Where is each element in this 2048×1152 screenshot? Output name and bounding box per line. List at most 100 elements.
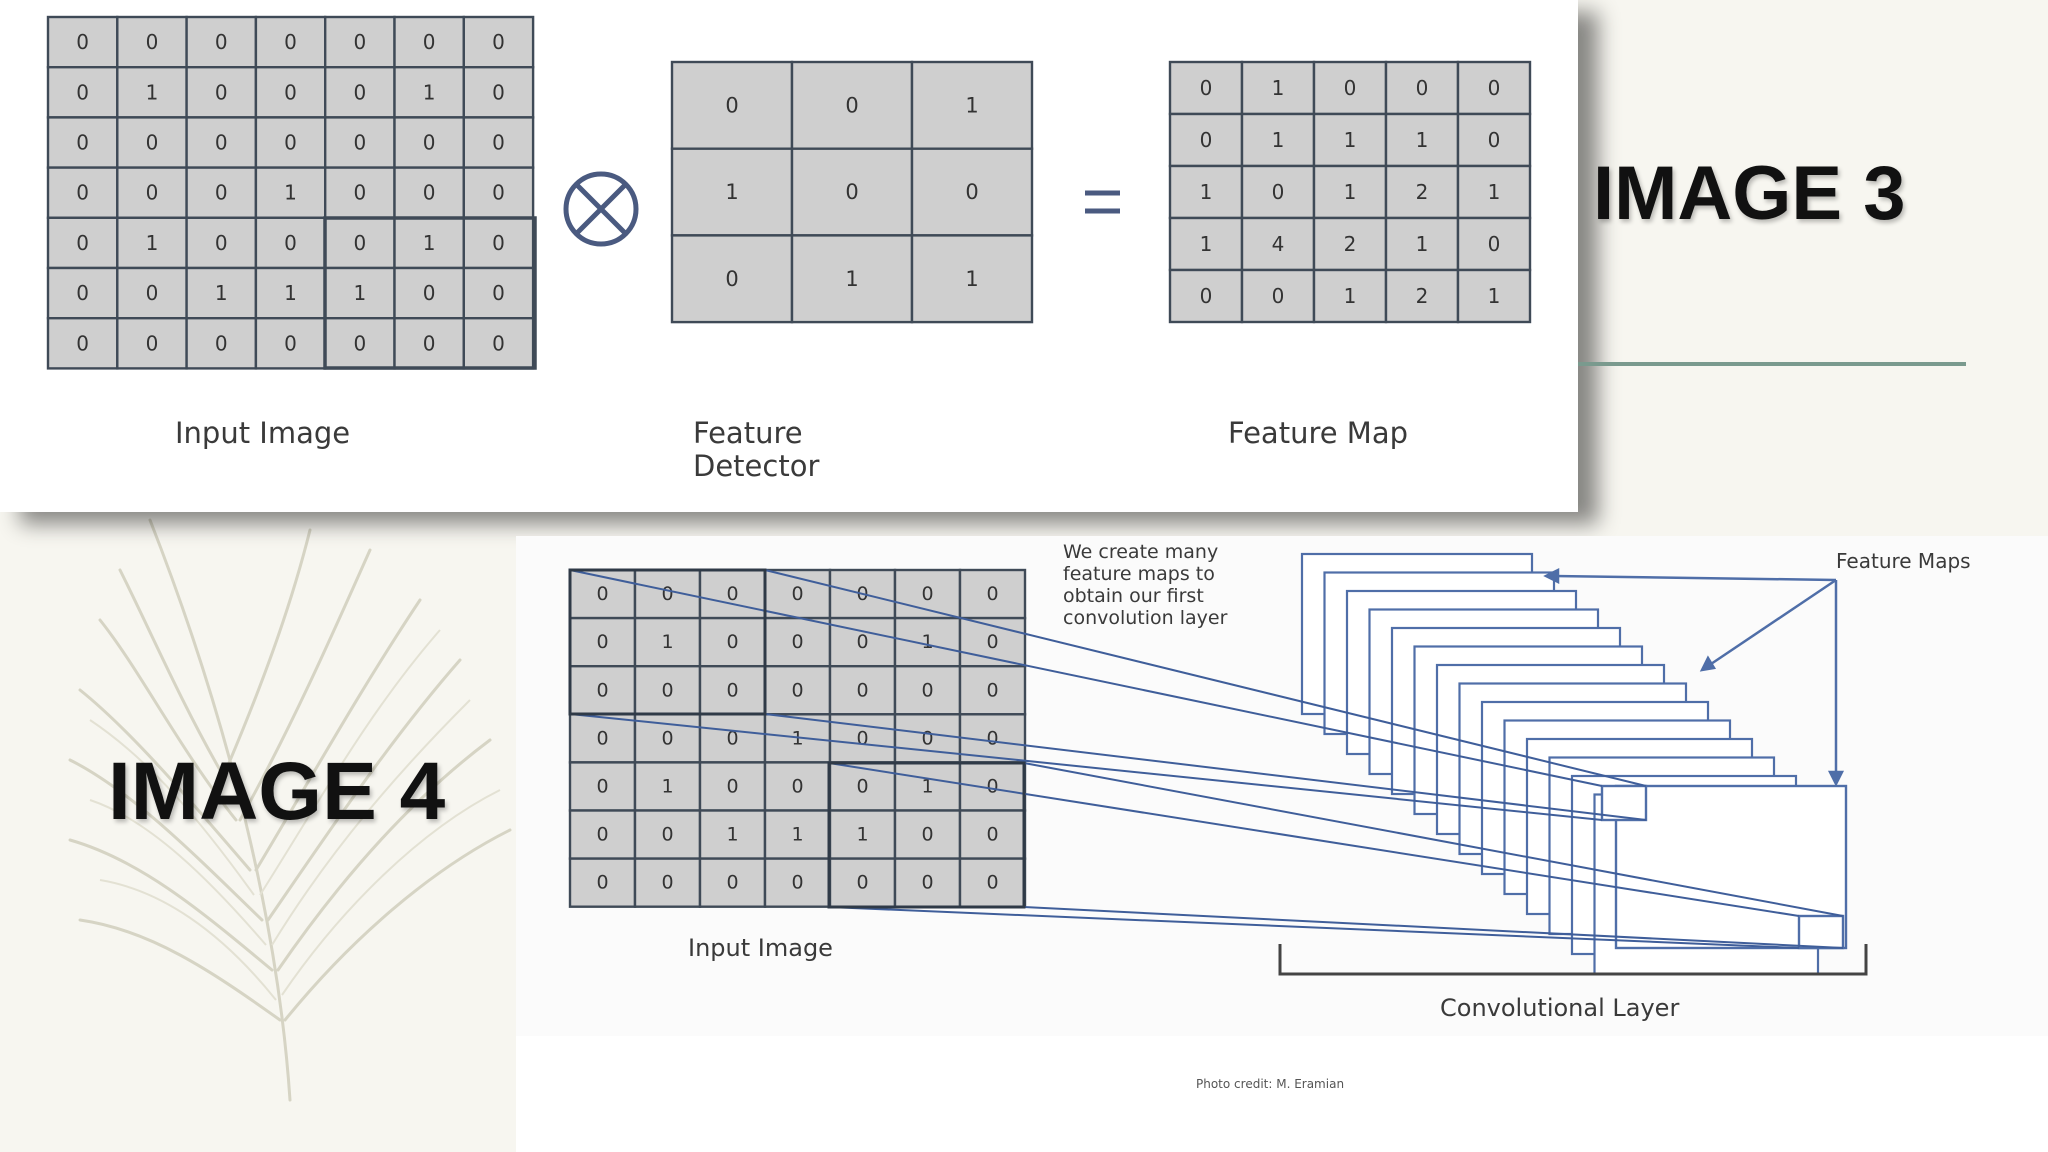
- image3-detector-cell: [790, 60, 914, 150]
- feature-maps-note-line: obtain our first: [1063, 585, 1204, 607]
- image4-diagram: 0000000010001000000000001000010001000111…: [568, 541, 1971, 1022]
- image4-input-cell-value: 0: [726, 727, 738, 749]
- image3-detector-cell-value: 1: [725, 180, 738, 204]
- image3-input-cell: [462, 317, 535, 370]
- image4-input-cell: [633, 857, 702, 908]
- image3-detector-cell-value: 0: [845, 180, 858, 204]
- image3-feature-map-cell-value: 1: [1488, 180, 1501, 204]
- image3-input-cell-value: 0: [146, 131, 159, 155]
- image3-input-cell-value: 0: [76, 331, 89, 355]
- image4-input-cell-value: 0: [596, 775, 608, 797]
- image3-feature-map-cell-value: 0: [1200, 128, 1213, 152]
- feature-maps-note-line: convolution layer: [1063, 607, 1228, 629]
- image3-input-cell-value: 0: [353, 80, 366, 104]
- image4-input-cell-value: 0: [856, 872, 868, 894]
- image3-detector-cell-value: 1: [965, 93, 978, 117]
- image3-feature-map-cell: [1456, 216, 1532, 272]
- image3-input-cell: [254, 266, 327, 320]
- image4-input-cell-value: 0: [726, 775, 738, 797]
- image3-input-cell: [116, 15, 188, 69]
- image3-input-cell-value: 1: [284, 181, 297, 205]
- image3-feature-map-cell: [1312, 268, 1388, 324]
- image4-input-cell-value: 0: [921, 872, 933, 894]
- projection-line: [1023, 906, 1844, 949]
- equals-sign-icon: [1085, 190, 1120, 214]
- image3-input-cell-value: 0: [423, 30, 436, 54]
- input-block-top-left-highlight: [568, 568, 767, 716]
- image3-input-cell-value: 0: [492, 80, 505, 104]
- image3-title: IMAGE 3: [1593, 151, 1906, 236]
- image4-input-cell-value: 0: [921, 583, 933, 605]
- image3-input-cell-value: 0: [423, 181, 436, 205]
- photo-credit: Photo credit: M. Eramian: [1196, 1077, 1345, 1091]
- image3-feature-map-cell-value: 1: [1272, 76, 1285, 100]
- image3-input-cell-value: 0: [76, 231, 89, 255]
- image3-feature-map-cell-value: 0: [1488, 128, 1501, 152]
- image4-input-cell-value: 0: [921, 824, 933, 846]
- image4-input-cell-value: 0: [596, 824, 608, 846]
- image3-input-cell: [46, 116, 119, 169]
- image3-input-cell-value: 0: [492, 231, 505, 255]
- image3-input-cell-value: 0: [423, 131, 436, 155]
- image4-input-cell: [698, 809, 767, 860]
- image4-input-cell: [893, 664, 962, 716]
- image4-input-cell: [633, 616, 702, 668]
- image3-feature-map-cell: [1240, 112, 1316, 168]
- image4-input-label: Input Image: [688, 934, 833, 962]
- image4-input-cell-value: 0: [596, 727, 608, 749]
- image3-input-cell: [116, 216, 188, 270]
- input-block-bottom-right-highlight: [827, 761, 1026, 909]
- image4-input-cell-value: 0: [596, 631, 608, 653]
- projection-line: [828, 762, 1800, 917]
- image4-input-cell-value: 0: [856, 631, 868, 653]
- image3-feature-map-cell-value: 2: [1344, 232, 1357, 256]
- image3-input-cell-value: 0: [353, 30, 366, 54]
- image3-input-cell-value: 1: [284, 281, 297, 305]
- image3-feature-map-cell-value: 0: [1200, 284, 1213, 308]
- image3-feature-map-cell-value: 2: [1416, 180, 1429, 204]
- image3-input-cell: [393, 116, 466, 169]
- image3-input-cell-value: 0: [76, 281, 89, 305]
- image3-feature-map-cell-value: 1: [1200, 180, 1213, 204]
- image3-input-cell: [185, 166, 258, 220]
- image3-feature-map-cell-value: 1: [1344, 128, 1357, 152]
- feature-map-target-cell-top: [1600, 784, 1648, 822]
- image3-detector-label-line2: Detector: [693, 449, 819, 483]
- image4-panel: 0000000010001000000000001000010001000111…: [516, 536, 2048, 1152]
- image3-feature-map-cell: [1456, 60, 1532, 116]
- image3-input-cell: [462, 65, 535, 119]
- image4-input-cell-value: 0: [986, 775, 998, 797]
- image3-feature-map-cell-value: 1: [1488, 284, 1501, 308]
- image3-input-cell: [116, 266, 188, 320]
- image4-input-cell-value: 0: [791, 872, 803, 894]
- image3-input-cell: [116, 65, 188, 119]
- image4-input-cell: [828, 809, 897, 860]
- image3-detector-cell-value: 0: [845, 93, 858, 117]
- image3-input-cell-value: 0: [76, 181, 89, 205]
- image3-input-cell-value: 0: [284, 80, 297, 104]
- image4-input-cell: [893, 857, 962, 908]
- image3-input-cell-value: 0: [284, 30, 297, 54]
- image3-feature-map-cell-value: 1: [1416, 128, 1429, 152]
- image4-input-cell-value: 1: [661, 775, 673, 797]
- image3-input-cell: [462, 15, 535, 69]
- image3-input-cell: [393, 166, 466, 220]
- image3-input-cell-value: 1: [423, 231, 436, 255]
- image3-detector-cell: [910, 234, 1034, 324]
- image3-input-cell: [185, 65, 258, 119]
- image4-input-cell-value: 0: [856, 775, 868, 797]
- image3-feature-map-cell-value: 0: [1416, 76, 1429, 100]
- image4-input-cell-value: 0: [921, 727, 933, 749]
- image3-input-cell-value: 0: [492, 30, 505, 54]
- image3-input-cell-value: 0: [215, 181, 228, 205]
- image3-feature-map-cell: [1240, 268, 1316, 324]
- image3-input-cell-value: 0: [353, 231, 366, 255]
- image3-input-cell: [324, 15, 396, 69]
- image3-input-cell-value: 0: [76, 80, 89, 104]
- image4-input-cell: [958, 761, 1027, 812]
- image3-input-cell: [254, 166, 327, 220]
- image3-feature-map-cell: [1168, 164, 1244, 220]
- image3-feature-map-cell: [1168, 60, 1244, 116]
- image3-input-cell: [462, 116, 535, 169]
